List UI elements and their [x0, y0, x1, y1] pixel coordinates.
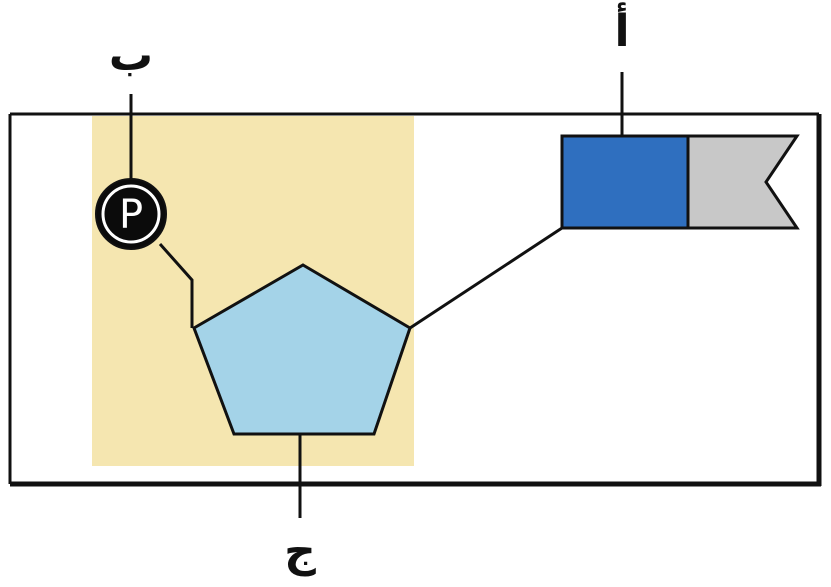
- phosphate-sugar-bond: [158, 243, 194, 328]
- label-b: ب: [109, 30, 153, 81]
- phosphate-symbol: P: [119, 192, 143, 238]
- base-dark-block: [560, 134, 690, 230]
- base-light-flag: [686, 134, 800, 230]
- pentagon-sugar-icon: [192, 263, 412, 436]
- phosphate-circle: [95, 178, 167, 250]
- label-c: ج: [284, 526, 316, 577]
- sugar-base-bond: [409, 226, 563, 330]
- label-a: أ: [614, 2, 629, 57]
- phosphate-ring: [101, 184, 161, 244]
- flag-base-icon: [560, 134, 800, 230]
- phosphate-circle-icon: P: [95, 178, 167, 250]
